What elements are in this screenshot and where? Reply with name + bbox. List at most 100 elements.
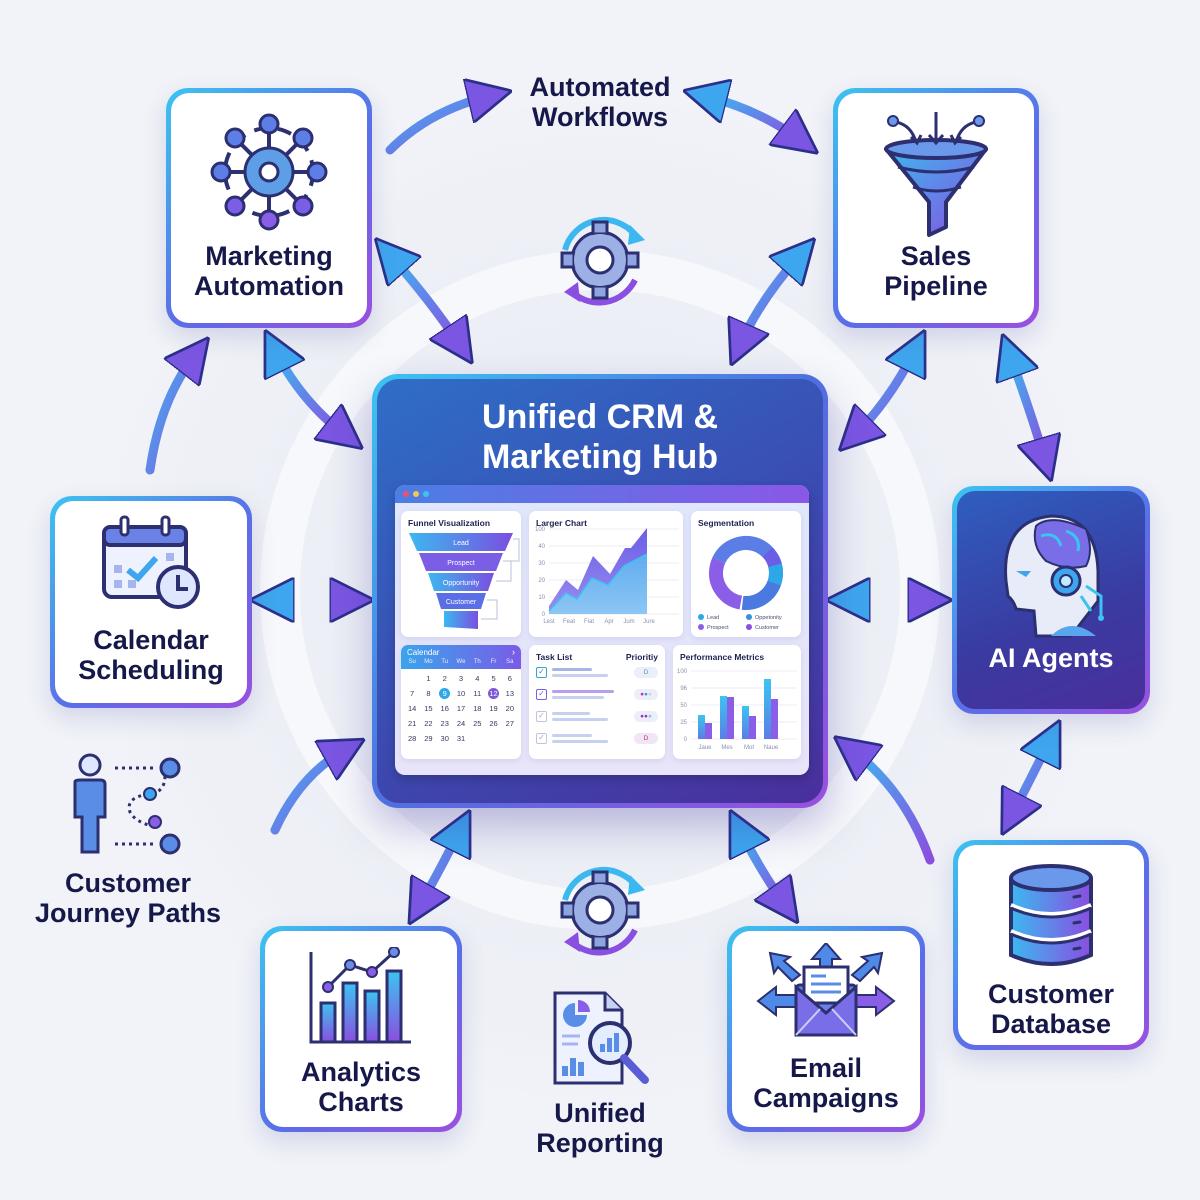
task-checkbox[interactable]: ✓	[536, 733, 547, 744]
funnel-stage-bottom-shape	[444, 611, 478, 629]
node-marketing-automation[interactable]: Marketing Automation	[166, 88, 372, 328]
node-email-campaigns[interactable]: Email Campaigns	[727, 926, 925, 1132]
funnel-card: Funnel Visualization Lead Prospect Oppor…	[401, 511, 521, 637]
y-tick-label: 20	[538, 578, 545, 584]
arrow-journey-to-hub	[270, 750, 345, 835]
y-tick-label: 100	[535, 527, 546, 533]
y-tick-label: 30	[538, 561, 545, 567]
bar-a-2	[720, 696, 727, 739]
automated-workflows-line2: Workflows	[531, 102, 668, 132]
calendar-day[interactable]: 24	[456, 719, 466, 728]
calendar-day[interactable]: 10	[456, 689, 466, 698]
funnel-stage-3: Customer	[446, 599, 477, 606]
bar-b-3	[749, 716, 756, 739]
node-sales-pipeline[interactable]: Sales Pipeline	[833, 88, 1039, 328]
calendar-day[interactable]: 15	[424, 704, 433, 713]
calendar-day[interactable]: 8	[426, 689, 431, 698]
funnel-stage-2: Opportunity	[443, 580, 480, 587]
task-list-title: Task List	[536, 652, 573, 662]
window-minimize-dot[interactable]	[413, 491, 419, 497]
calendar-day[interactable]: 11	[473, 689, 482, 698]
calendar-day[interactable]: 14	[407, 704, 417, 713]
customer-journey-label: Customer Journey Paths	[18, 868, 238, 928]
arrow-sales-hub-right	[855, 350, 915, 435]
sales-pipeline-line1: Sales	[900, 241, 972, 271]
customer-database-line2: Database	[990, 1009, 1112, 1039]
calendar-day[interactable]: 5	[491, 674, 496, 683]
window-close-dot[interactable]	[403, 491, 409, 497]
performance-bars	[698, 679, 778, 739]
calendar-day[interactable]: 19	[489, 704, 498, 713]
customer-database-line1: Customer	[987, 979, 1115, 1009]
journey-path-icon	[73, 753, 181, 855]
calendar-clock-icon	[102, 515, 200, 609]
task-checkbox[interactable]: ✓	[536, 711, 547, 722]
arrow-hub-email	[740, 830, 785, 905]
calendar-day[interactable]: 23	[440, 719, 449, 728]
task-item[interactable]: ✓ D	[536, 733, 658, 747]
task-item[interactable]: ✓ D	[536, 667, 658, 681]
y-tick-label: 25	[680, 720, 687, 726]
priority-pill: D	[634, 667, 658, 678]
calendar-day[interactable]: 2	[442, 674, 447, 683]
calendar-day[interactable]: 13	[505, 689, 515, 698]
calendar-day[interactable]: 28	[407, 734, 417, 743]
node-calendar-scheduling[interactable]: Calendar Scheduling	[50, 496, 252, 708]
calendar-day[interactable]: 29	[424, 734, 433, 743]
node-ai-agents[interactable]: AI Agents	[952, 486, 1150, 714]
calendar-day[interactable]: 20	[505, 704, 515, 713]
analytics-charts-line2: Charts	[318, 1087, 404, 1117]
node-customer-database[interactable]: Customer Database	[953, 840, 1149, 1050]
larger-chart-line	[548, 553, 648, 612]
node-analytics-charts[interactable]: Analytics Charts	[260, 926, 462, 1132]
funnel-stage-opportunity-shape	[428, 573, 494, 591]
calendar-day[interactable]: 22	[424, 719, 433, 728]
segment-opportunity-2	[709, 536, 783, 610]
unified-reporting-label: Unified Reporting	[500, 1098, 700, 1158]
calendar-title: Calendar	[407, 648, 440, 657]
analytics-charts-line1: Analytics	[300, 1057, 422, 1087]
calendar-day[interactable]: 4	[475, 674, 480, 683]
calendar-day[interactable]: 3	[458, 674, 464, 683]
calendar-day[interactable]: 18	[473, 704, 482, 713]
dashboard-window: Funnel Visualization Lead Prospect Oppor…	[395, 485, 809, 775]
calendar-next-button[interactable]: ›	[512, 647, 515, 657]
weekday-label: Tu	[441, 659, 449, 665]
calendar-day[interactable]: 9	[439, 688, 451, 699]
funnel-stage-0: Lead	[453, 540, 469, 547]
x-tick-label: Jure	[643, 619, 655, 625]
calendar-day[interactable]: 17	[456, 704, 466, 713]
calendar-day[interactable]: 25	[473, 719, 482, 728]
calendar-day[interactable]: 12	[488, 688, 500, 699]
task-checkbox[interactable]: ✓	[536, 689, 547, 700]
calendar-day[interactable]: 7	[410, 689, 415, 698]
segmentation-donut: Lead Oppetonity Prospect Customer	[698, 536, 783, 631]
window-maximize-dot[interactable]	[423, 491, 429, 497]
calendar-day[interactable]: 21	[407, 719, 417, 728]
x-tick-label: Νaue	[764, 745, 779, 751]
calendar-day[interactable]: 30	[440, 734, 449, 743]
task-item[interactable]: ✓ ●●●	[536, 689, 658, 703]
legend-customer: Customer	[755, 625, 779, 631]
task-item[interactable]: ✓ ●●●	[536, 711, 658, 725]
y-tick-label: 0	[684, 737, 688, 743]
calendar-day[interactable]: 26	[489, 719, 498, 728]
arrow-ai-database	[1012, 740, 1050, 815]
task-checkbox[interactable]: ✓	[536, 667, 547, 678]
calendar-day[interactable]: 27	[505, 719, 515, 728]
calendar-day[interactable]: 6	[507, 674, 512, 683]
y-tick-label: 10	[538, 595, 545, 601]
ai-agents-label: AI Agents	[988, 643, 1114, 673]
larger-chart-title: Larger Chart	[536, 518, 588, 528]
arrow-sales-ai	[1010, 355, 1045, 460]
funnel-stage-1: Prospect	[447, 560, 475, 567]
funnel-icon	[884, 112, 988, 237]
calendar-day[interactable]: 1	[426, 674, 431, 683]
bar-b-2	[727, 697, 734, 739]
central-hub[interactable]: Unified CRM & Marketing Hub Funnel Visua…	[372, 374, 828, 808]
calendar-day[interactable]: 31	[456, 734, 466, 743]
calendar-day[interactable]: 16	[440, 704, 449, 713]
